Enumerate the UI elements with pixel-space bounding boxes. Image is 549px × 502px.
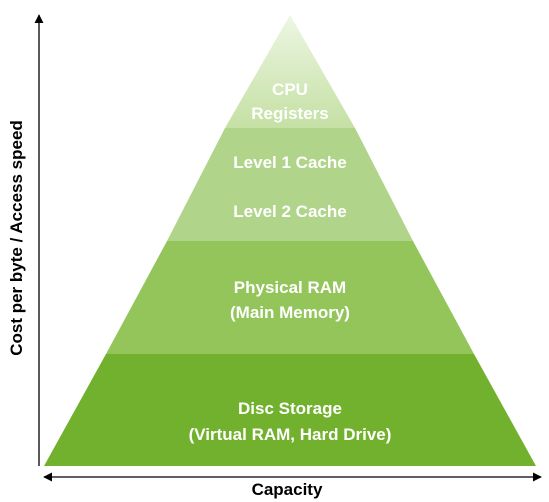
tier-cache [167,128,413,241]
tier-labels: CPU Registers Level 1 Cache Level 2 Cach… [189,80,392,444]
y-axis-label: Cost per byte / Access speed [7,120,26,356]
pyramid [44,15,536,466]
x-axis-label: Capacity [252,480,323,499]
tier-disc [44,354,536,466]
disc-label-line-2: (Virtual RAM, Hard Drive) [189,425,392,444]
tier-ram [106,241,474,354]
l1-cache-label: Level 1 Cache [233,153,346,172]
registers-label-line-1: CPU [272,80,308,99]
tier-registers [225,15,355,128]
ram-label-line-1: Physical RAM [234,278,346,297]
disc-label-line-1: Disc Storage [238,399,342,418]
ram-label-line-2: (Main Memory) [230,303,350,322]
l2-cache-label: Level 2 Cache [233,202,346,221]
registers-label-line-2: Registers [251,104,328,123]
